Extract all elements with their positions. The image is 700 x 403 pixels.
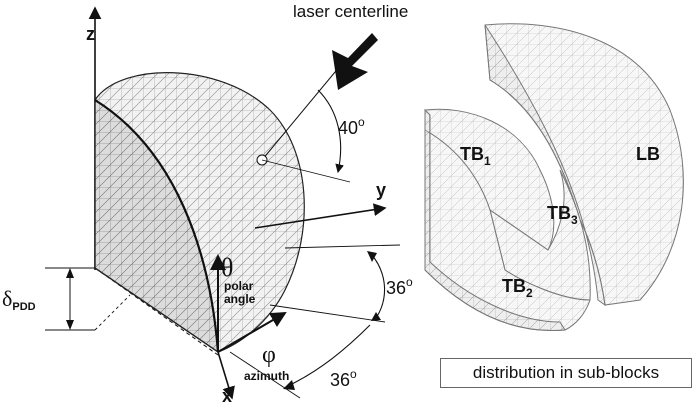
laser-angle-label: 40o <box>338 115 365 138</box>
meridian-line <box>94 99 220 353</box>
delta-arrow-top <box>66 268 74 278</box>
tb2-label: TB2 <box>502 276 533 300</box>
delta-subscript: PDD <box>12 301 35 313</box>
polar-angle-degree: o <box>406 275 413 289</box>
polar-arrow-top <box>367 251 377 262</box>
tb2-side-face <box>424 108 566 331</box>
polar-arrow-bottom <box>371 312 381 321</box>
laser-angle-degree: o <box>358 115 365 129</box>
tb1-text: TB <box>460 144 484 164</box>
delta-symbol: δ <box>2 286 12 311</box>
tb3-text: TB <box>547 203 571 223</box>
right-diagram: TB1 TB3 TB2 LB <box>424 23 684 331</box>
laser-ref-line <box>261 159 351 183</box>
laser-arrow <box>332 33 378 90</box>
theta-symbol: θ <box>221 253 233 282</box>
polar-angle-value-label: 36o <box>386 275 413 298</box>
x-axis <box>217 351 235 400</box>
tb3-label: TB3 <box>547 203 578 227</box>
phi-label: azimuth <box>244 369 289 383</box>
theta-label-line1: polar <box>224 279 254 293</box>
laser-angle-value: 40 <box>338 118 358 138</box>
y-axis <box>254 203 387 229</box>
delta-arrow-bottom <box>66 320 74 330</box>
caption-text: distribution in sub-blocks <box>472 363 660 382</box>
polar-angle-arc <box>371 254 386 319</box>
y-axis-label: y <box>376 180 386 200</box>
polar-ref-line-2 <box>269 304 386 323</box>
polar-angle-value: 36 <box>386 278 406 298</box>
tb2-text: TB <box>502 276 526 296</box>
z-axis-label: z <box>86 24 95 44</box>
theta-label-line2: angle <box>224 292 256 306</box>
laser-angle-arc <box>317 89 344 174</box>
delta-label: δPDD <box>2 286 36 313</box>
azimuth-angle-arc <box>289 324 371 386</box>
tb1-sub: 1 <box>484 154 491 168</box>
lb-label: LB <box>636 144 660 164</box>
x-axis-label: x <box>222 386 232 403</box>
azimuth-angle-value: 36 <box>330 370 350 390</box>
azimuth-angle-degree: o <box>350 367 357 381</box>
tb2-sub: 2 <box>526 286 533 300</box>
delta-dashed <box>94 294 131 331</box>
phi-symbol: φ <box>262 342 276 368</box>
left-diagram: laser centerline z y x 40o 36o 36o θ pol… <box>2 2 413 403</box>
tb3-sub: 3 <box>571 213 578 227</box>
phi-arrow <box>217 311 287 353</box>
caption-box: distribution in sub-blocks <box>440 358 692 388</box>
laser-label: laser centerline <box>293 2 408 21</box>
azimuth-angle-value-label: 36o <box>330 367 357 390</box>
laser-centerline <box>261 59 346 161</box>
polar-ref-line-1 <box>284 244 401 249</box>
lb-inner-face <box>484 24 606 307</box>
azimuth-ref-line <box>229 351 301 399</box>
azimuth-arrow <box>283 380 295 390</box>
tb1-label: TB1 <box>460 144 491 168</box>
